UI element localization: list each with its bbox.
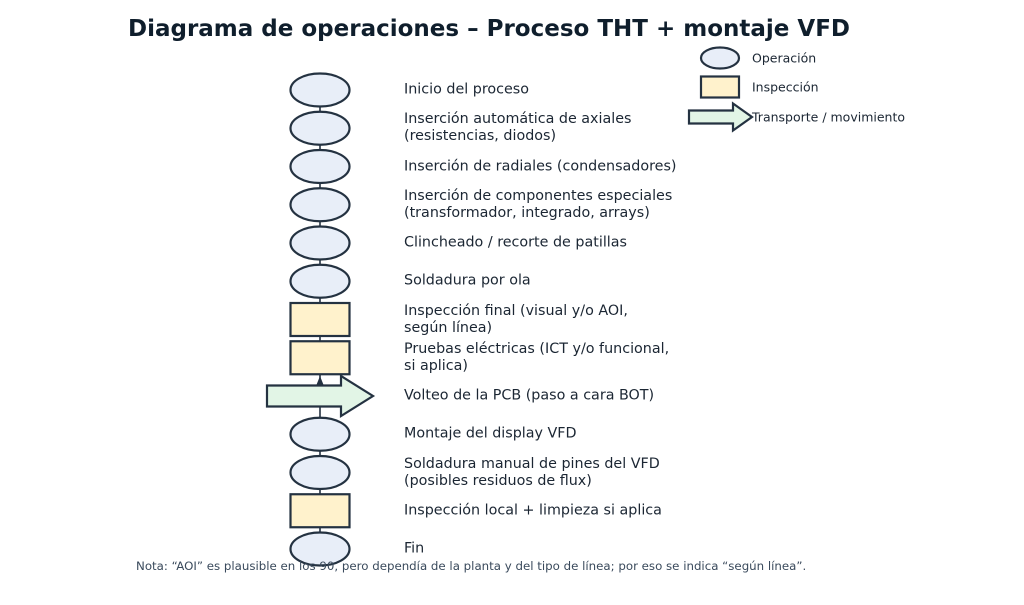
step-label-line: (posibles residuos de flux) — [404, 472, 592, 489]
step-label-line: Volteo de la PCB (paso a cara BOT) — [404, 387, 655, 404]
step-label-line: Clincheado / recorte de patillas — [404, 234, 627, 251]
step-label: Pruebas eléctricas (ICT y/o funcional,si… — [404, 341, 669, 375]
transport-symbol — [265, 374, 376, 418]
step-label-line: Inserción de componentes especiales — [404, 187, 673, 204]
inspection-symbol — [289, 301, 351, 338]
inspection-symbol — [289, 340, 351, 376]
step-label-line: Soldadura manual de pines del VFD — [404, 455, 660, 472]
legend-inspection-icon — [699, 75, 741, 99]
step-label-line: si aplica) — [404, 357, 468, 374]
legend-label: Transporte / movimiento — [752, 109, 906, 125]
operation-symbol — [289, 531, 351, 567]
footnote: Nota: “AOI” es plausible en los 90, pero… — [136, 559, 807, 573]
legend-label: Operación — [752, 50, 817, 66]
operation-symbol — [289, 263, 351, 299]
inspection-symbol — [289, 493, 351, 529]
step-label-line: (transformador, integrado, arrays) — [404, 204, 650, 221]
step-label-line: (resistencias, diodos) — [404, 128, 557, 145]
step-label-line: Pruebas eléctricas (ICT y/o funcional, — [404, 340, 670, 357]
operation-symbol — [289, 225, 351, 261]
step-label-line: Inserción de radiales (condensadores) — [404, 158, 677, 174]
operation-symbol — [289, 187, 351, 223]
step-label-line: Inspección final (visual y/o AOI, — [404, 302, 628, 319]
step-label-line: según línea) — [404, 319, 493, 336]
flow-arrowhead — [316, 376, 324, 386]
operation-symbol — [289, 416, 351, 452]
step-label: Inicio del proceso — [404, 82, 529, 99]
diagram-title: Diagrama de operaciones – Proceso THT + … — [127, 16, 850, 42]
step-label: Soldadura manual de pines del VFD(posibl… — [404, 456, 660, 490]
step-label-line: Inspección local + limpieza si aplica — [404, 502, 662, 519]
step-label-line: Montaje del display VFD — [404, 425, 577, 442]
step-label: Volteo de la PCB (paso a cara BOT) — [404, 388, 654, 405]
step-label: Inserción de radiales (condensadores) — [404, 158, 677, 175]
step-label: Montaje del display VFD — [404, 426, 577, 443]
legend-transport-icon — [687, 101, 754, 133]
legend-operation-icon — [699, 46, 741, 70]
step-label: Inserción automática de axiales(resisten… — [404, 111, 631, 145]
step-label-line: Inserción automática de axiales — [404, 111, 632, 128]
step-label: Clincheado / recorte de patillas — [404, 235, 627, 252]
step-label-line: Inicio del proceso — [404, 81, 529, 98]
step-label-line: Soldadura por ola — [404, 272, 531, 289]
operation-symbol — [289, 72, 351, 108]
operation-symbol — [289, 148, 351, 185]
step-label: Soldadura por ola — [404, 273, 531, 290]
step-label: Inspección local + limpieza si aplica — [404, 502, 662, 519]
step-label: Inserción de componentes especiales(tran… — [404, 188, 672, 222]
step-label: Fin — [404, 541, 424, 558]
step-label-line: Fin — [404, 540, 425, 557]
step-label: Inspección final (visual y/o AOI,según l… — [404, 303, 628, 337]
operation-symbol — [289, 454, 351, 491]
operation-symbol — [289, 110, 351, 146]
legend-label: Inspección — [752, 79, 819, 95]
